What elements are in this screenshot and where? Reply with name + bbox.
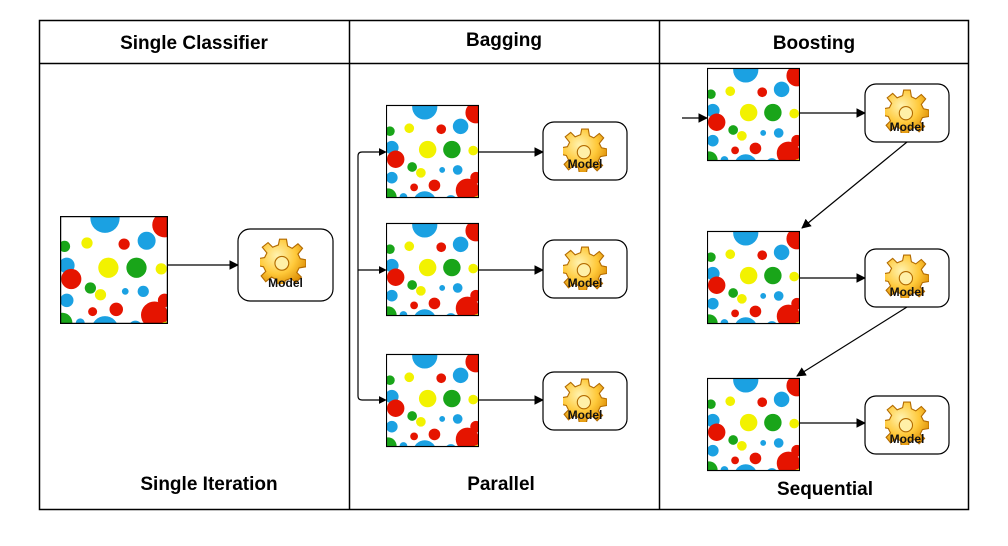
- model-label: Model: [890, 285, 925, 299]
- model-box: Model: [542, 121, 628, 181]
- single-classifier-panel: Model: [52, 204, 334, 344]
- model-label: Model: [890, 432, 925, 446]
- table-frame: [38, 19, 970, 511]
- dataset-icon: [379, 94, 487, 214]
- model-label: Model: [568, 408, 603, 422]
- dataset-icon: [700, 57, 808, 177]
- sequence-arrow: [801, 141, 908, 229]
- model-label: Model: [568, 157, 603, 171]
- panel-footer-sequential: Sequential: [776, 479, 874, 500]
- model-box: Model: [864, 395, 950, 455]
- model-box: Model: [542, 371, 628, 431]
- panel-title-single-classifier: Single Classifier: [120, 33, 268, 54]
- panel-footer-single-iteration: Single Iteration: [140, 474, 278, 495]
- model-box: Model: [864, 248, 950, 308]
- sequence-arrow: [796, 306, 908, 377]
- model-label: Model: [568, 276, 603, 290]
- panel-title-bagging: Bagging: [466, 30, 542, 51]
- dataset-icon: [700, 367, 808, 487]
- bagging-panel: Model Model Model: [357, 94, 628, 463]
- model-box: Model: [542, 239, 628, 299]
- model-box: Model: [237, 228, 334, 302]
- panel-footer-parallel: Parallel: [467, 474, 535, 495]
- model-label: Model: [890, 120, 925, 134]
- dataset-icon: [379, 343, 487, 463]
- dataset-icon: [700, 220, 808, 340]
- model-label: Model: [268, 276, 303, 290]
- model-box: Model: [864, 83, 950, 143]
- bagging-connector: [357, 151, 385, 401]
- dataset-icon: [52, 204, 177, 344]
- panel-title-boosting: Boosting: [772, 33, 856, 54]
- dataset-icon: [379, 212, 487, 332]
- boosting-panel: Model Model Model: [682, 57, 950, 487]
